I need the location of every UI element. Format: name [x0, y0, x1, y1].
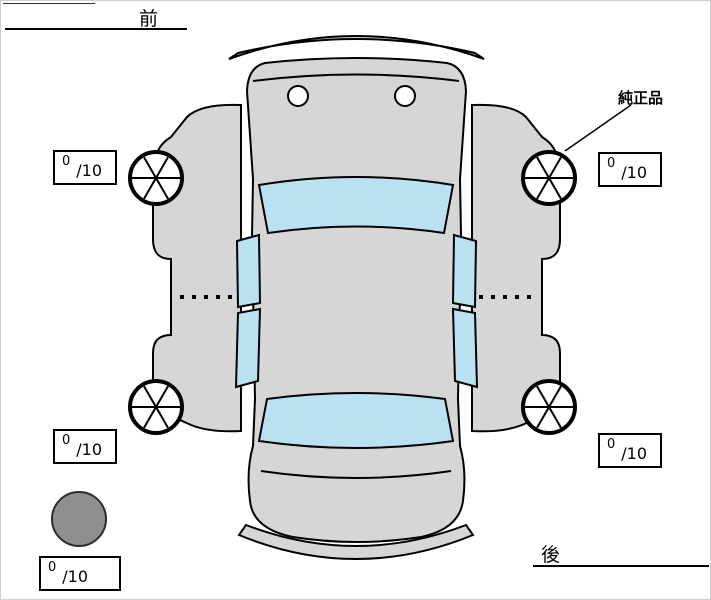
top-left-border-line [3, 3, 95, 4]
wheel-rear-right-icon [521, 379, 577, 435]
spare-tire-icon [51, 491, 107, 547]
tire-score-max: /10 [62, 567, 89, 586]
side-window-right-front [451, 233, 478, 309]
tire-score-value: 0 [62, 433, 71, 448]
hood-circle-left [287, 85, 309, 107]
tire-score-rear-left: 0 /10 [53, 429, 117, 464]
genuine-part-label: 純正品 [618, 89, 664, 107]
side-window-left-front [235, 233, 262, 309]
rear-window-glass [257, 392, 455, 449]
side-window-left-rear [234, 307, 262, 389]
wheel-rear-left-icon [128, 379, 184, 435]
hood-circle-right [394, 85, 416, 107]
side-window-right-rear [451, 307, 479, 389]
hood-line [252, 73, 460, 82]
tire-score-value: 0 [48, 560, 57, 575]
tire-score-value: 0 [607, 437, 616, 452]
genuine-part-pointer-line [564, 104, 632, 152]
tire-score-front-left: 0 /10 [53, 150, 117, 185]
rear-label: 後 [541, 544, 562, 566]
trunk-line [260, 470, 452, 479]
rear-label-underline [533, 565, 709, 567]
tire-score-spare: 0 /10 [39, 556, 121, 591]
roof-spoiler [228, 35, 485, 60]
car-body [245, 57, 468, 543]
tire-score-front-right: 0 /10 [598, 152, 662, 187]
windshield-glass [257, 176, 455, 235]
rear-bumper [237, 523, 475, 560]
tire-score-value: 0 [62, 154, 71, 169]
tire-score-value: 0 [607, 156, 616, 171]
wheel-front-left-icon [128, 150, 184, 206]
tire-score-max: /10 [621, 444, 648, 463]
wheel-front-right-icon [521, 150, 577, 206]
tire-score-max: /10 [621, 163, 648, 182]
tire-score-max: /10 [76, 440, 103, 459]
tire-score-max: /10 [76, 161, 103, 180]
front-label-underline [5, 28, 187, 30]
tire-score-rear-right: 0 /10 [598, 433, 662, 468]
front-label: 前 [139, 8, 160, 30]
